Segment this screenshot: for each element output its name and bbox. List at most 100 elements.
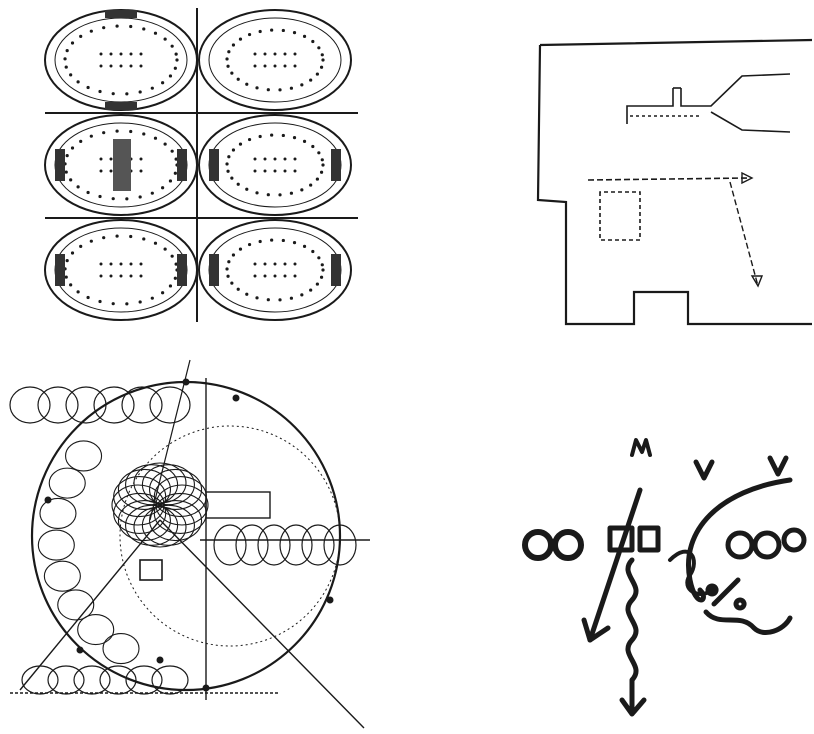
formation-dot — [225, 162, 228, 165]
formation-dot — [100, 158, 103, 161]
formation-dot — [232, 148, 235, 151]
formation-dot — [71, 41, 74, 44]
formation-dot — [264, 53, 267, 56]
formation-dot — [267, 88, 270, 91]
trajectory-loop — [49, 468, 85, 498]
formation-dot — [230, 72, 233, 75]
formation-dot — [278, 298, 281, 301]
formation-dot — [311, 40, 314, 43]
formation-dot — [100, 53, 103, 56]
formation-dot — [321, 263, 324, 266]
formation-dot — [317, 151, 320, 154]
formation-dot — [303, 35, 306, 38]
formation-dot — [284, 263, 287, 266]
circle-mark-1 — [525, 532, 551, 558]
formation-dot — [110, 170, 113, 173]
hatched-block-right — [177, 149, 187, 181]
formation-dot — [255, 191, 258, 194]
trajectory-loop — [38, 530, 74, 560]
formation-dot — [320, 171, 323, 174]
formation-dot — [226, 170, 229, 173]
formation-dot — [90, 135, 93, 138]
formation-dot — [154, 32, 157, 35]
marker-dot — [233, 395, 240, 402]
formation-dot — [227, 260, 230, 263]
formation-dot — [227, 155, 230, 158]
formation-dot — [65, 65, 68, 68]
formation-dot — [321, 58, 324, 61]
formation-dot — [174, 67, 177, 70]
formation-dot — [100, 263, 103, 266]
formation-dot — [230, 177, 233, 180]
marker-dot — [77, 647, 84, 654]
formation-dot — [259, 240, 262, 243]
circle-mark-3 — [728, 533, 752, 557]
formation-dot — [316, 282, 319, 285]
stadium-formations-panel — [45, 8, 358, 322]
formation-dot — [264, 263, 267, 266]
formation-dot — [255, 86, 258, 89]
formation-dot — [225, 57, 228, 60]
formation-dot — [254, 65, 257, 68]
formation-dot — [309, 288, 312, 291]
marker-dot — [327, 597, 334, 604]
marker-dot — [45, 497, 52, 504]
formation-dot — [174, 277, 177, 280]
formation-dot — [65, 275, 68, 278]
formation-dot — [245, 188, 248, 191]
formation-dot — [274, 65, 277, 68]
formation-dot — [161, 291, 164, 294]
formation-dot — [98, 195, 101, 198]
formation-dot — [139, 300, 142, 303]
formation-dot — [300, 83, 303, 86]
formation-dot — [290, 192, 293, 195]
stadium-inner-ring-4 — [209, 123, 341, 207]
formation-dot — [174, 172, 177, 175]
formation-dot — [282, 29, 285, 32]
formation-dot — [248, 243, 251, 246]
marker-dot — [157, 657, 164, 664]
formation-dot — [151, 192, 154, 195]
formation-dot — [90, 240, 93, 243]
formation-dot — [110, 275, 113, 278]
formation-dot — [232, 43, 235, 46]
formation-dot — [320, 276, 323, 279]
formation-dot — [120, 275, 123, 278]
zigzag-down-arrow — [628, 560, 636, 712]
formation-dot — [129, 235, 132, 238]
formation-dot — [293, 31, 296, 34]
formation-dot — [140, 275, 143, 278]
formation-dot — [270, 28, 273, 31]
formation-dot — [102, 236, 105, 239]
formation-dot — [66, 49, 69, 52]
formation-dot — [65, 170, 68, 173]
formation-dot — [120, 53, 123, 56]
formation-dot — [293, 241, 296, 244]
formation-dot — [259, 135, 262, 138]
formation-dot — [142, 237, 145, 240]
formation-dot — [239, 248, 242, 251]
formation-dot — [115, 129, 118, 132]
square-mark-2 — [640, 528, 658, 550]
formation-dot — [316, 177, 319, 180]
formation-dot — [171, 45, 174, 48]
formation-dot — [245, 293, 248, 296]
formation-dot — [63, 57, 66, 60]
formation-dot — [293, 136, 296, 139]
formation-dot — [69, 283, 72, 286]
formation-dot — [274, 53, 277, 56]
formation-dot — [98, 90, 101, 93]
formation-dot — [284, 53, 287, 56]
formation-dot — [69, 178, 72, 181]
formation-dot — [129, 25, 132, 28]
trajectory-loop — [66, 441, 102, 471]
formation-dot — [226, 275, 229, 278]
rect-box-2 — [140, 560, 162, 580]
letter-m-mark — [632, 440, 650, 455]
formation-dot — [254, 263, 257, 266]
formation-dot — [151, 297, 154, 300]
formation-dot — [71, 146, 74, 149]
hatched-block-right — [177, 254, 187, 286]
formation-dot — [79, 35, 82, 38]
formation-dot — [77, 185, 80, 188]
